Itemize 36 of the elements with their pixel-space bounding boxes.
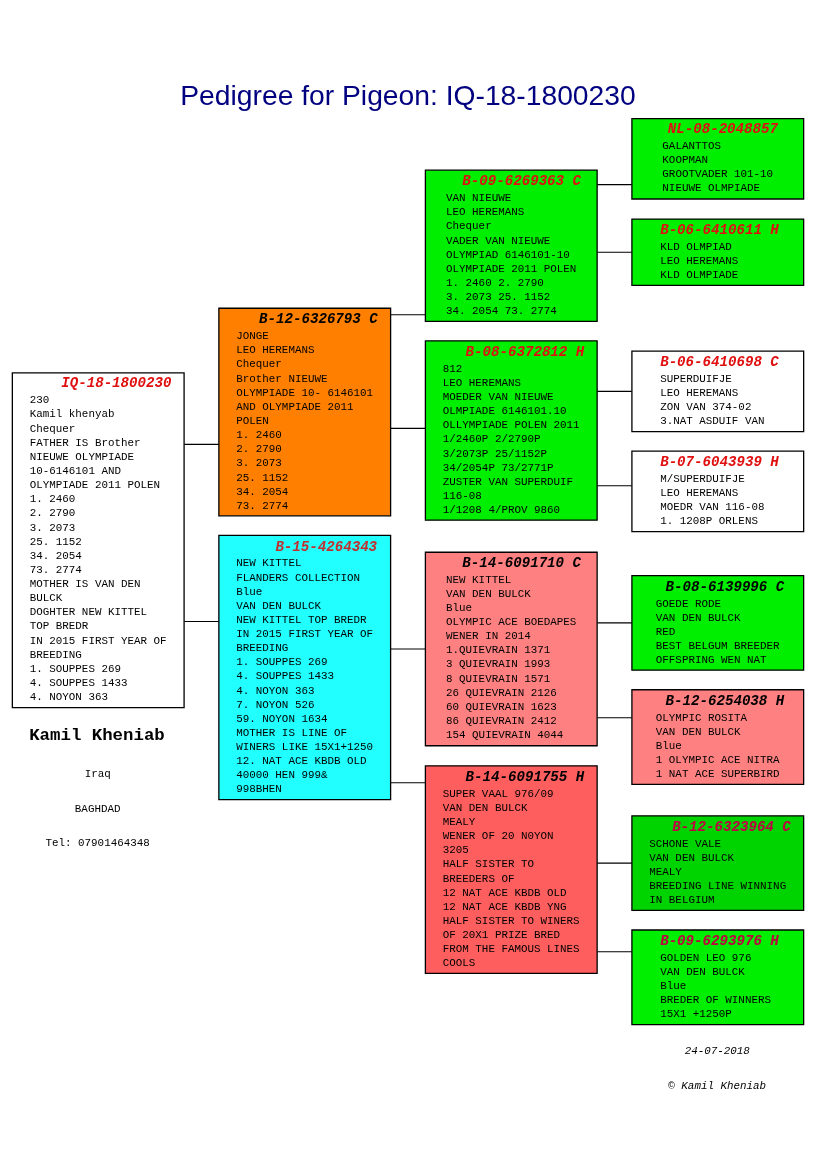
node-box: B-06-6410611 H KLD OLMPIAD LEO HEREMANS KLD OLMPIADE bbox=[631, 217, 805, 286]
connector bbox=[390, 427, 426, 429]
label: BAGHDAD bbox=[74, 802, 121, 814]
connector bbox=[390, 781, 426, 783]
node-box: B-14-6091710 C NEW KITTEL VAN DEN BULCK Blue OLYMPIC ACE BOEDAPES WENER IN 2014 1.QUIEVRAIN 1371 3 QUIEVRAIN 1993 8 QUIEVRAIN 1571 26 QUIEVRAIN 2126 60 QUIEVRAIN 1623 86 QUIEVRAIN 2412 154 QUIEVRAIN 4044 bbox=[424, 551, 598, 746]
connector bbox=[596, 950, 633, 952]
connector bbox=[596, 251, 633, 253]
connector bbox=[596, 621, 633, 623]
node-box: B-09-6269363 C VAN NIEUWE LEO HEREMANS Chequer VADER VAN NIEUWE OLYMPIAD 6146101-10 OLYMPIADE 2011 POLEN 1. 2460 2. 2790 3. 2073 25. 1152 34. 2054 73. 2774 bbox=[424, 169, 598, 322]
connector bbox=[390, 313, 426, 315]
node-box: NL-08-2048857 GALANTTOS KOOPMAN GROOTVADER 101-10 NIEUWE OLMPIADE bbox=[631, 117, 805, 200]
connector bbox=[596, 183, 633, 185]
connector bbox=[596, 716, 633, 718]
node-box: B-12-6323964 C SCHONE VALE VAN DEN BULCK MEALY BREEDING LINE WINNING IN BELGIUM bbox=[631, 814, 805, 911]
connector bbox=[596, 484, 633, 486]
node-box: B-12-6254038 H OLYMPIC ROSITA VAN DEN BULCK Blue 1 OLYMPIC ACE NITRA 1 NAT ACE SUPERBIRD bbox=[631, 688, 805, 785]
connector bbox=[596, 862, 633, 864]
label: Kamil Kheniab bbox=[29, 725, 165, 745]
connector bbox=[596, 390, 633, 392]
label: Tel: 07901464348 bbox=[45, 836, 150, 849]
node-box: B-09-6293976 H GOLDEN LEO 976 VAN DEN BULCK Blue BREDER OF WINNERS 15X1 +1250P bbox=[631, 928, 805, 1025]
node-box: B-12-6326793 C JONGE LEO HEREMANS Chequer Brother NIEUWE OLYMPIADE 10- 6146101 AND OLYMPIADE 2011 POLEN 1. 2460 2. 2790 3. 2073 25. 1152 34. 2054 73. 2774 bbox=[218, 307, 392, 516]
node-box: B-15-4264343 NEW KITTEL FLANDERS COLLECTION Blue VAN DEN BULCK NEW KITTEL TOP BREDR IN 2015 FIRST YEAR OF BREEDING 1. SOUPPES 269 4. SOUPPES 1433 4. NOYON 363 7. NOYON 526 59. NOYON 1634 MOTHER IS LINE OF WINERS LIKE 15X1+1250 12. NAT ACE KBDB OLD 40000 HEN 999& 998BHEN bbox=[218, 534, 392, 800]
node-box: IQ-18-1800230 230 Kamil khenyab Chequer FATHER IS Brother NIEUWE OLYMPIADE 10-6146101 AND OLYMPIADE 2011 POLEN 1. 2460 2. 2790 3. 2073 25. 1152 34. 2054 73. 2774 MOTHER IS VAN DEN BULCK DOGHTER NEW KITTEL TOP BREDR IN 2015 FIRST YEAR OF BREEDING 1. SOUPPES 269 4. SOUPPES 1433 4. NOYON 363 bbox=[11, 371, 185, 708]
node-box: B-14-6091755 H SUPER VAAL 976/09 VAN DEN BULCK MEALY WENER OF 20 N0YON 3205 HALF SISTER TO BREEDERS OF 12 NAT ACE KBDB OLD 12 NAT ACE KBDB YNG HALF SISTER TO WINERS OF 20X1 PRIZE BRED FROM THE FAMOUS LINES COOLS bbox=[424, 764, 598, 974]
label: Iraq bbox=[84, 767, 111, 780]
label: © Kamil Kheniab bbox=[668, 1079, 767, 1092]
connector bbox=[183, 620, 220, 622]
node-box: B-08-6139996 C GOEDE RODE VAN DEN BULCK RED BEST BELGUM BREEDER OFFSPRING WEN NAT bbox=[631, 574, 805, 671]
node-box: B-08-6372812 H 812 LEO HEREMANS MOEDER VAN NIEUWE OLMPIADE 6146101.10 OLLYMPIADE POLEN 2011 1/2460P 2/2790P 3/2073P 25/1152P 34/2054P 73/2771P ZUSTER VAN SUPERDUIF 116-08 1/1208 4/PROV 9860 bbox=[424, 339, 598, 521]
label: 24-07-2018 bbox=[684, 1044, 750, 1057]
node-box: B-06-6410698 C SUPERDUIFJE LEO HEREMANS ZON VAN 374-02 3.NAT ASDUIF VAN bbox=[631, 350, 805, 432]
connector bbox=[390, 647, 426, 650]
diagram-title: Pedigree for Pigeon: IQ-18-1800230 bbox=[180, 78, 636, 111]
node-box: B-07-6043939 H M/SUPERDUIFJE LEO HEREMANS MOEDR VAN 116-08 1. 1208P ORLENS bbox=[631, 450, 805, 532]
connector bbox=[183, 443, 220, 445]
